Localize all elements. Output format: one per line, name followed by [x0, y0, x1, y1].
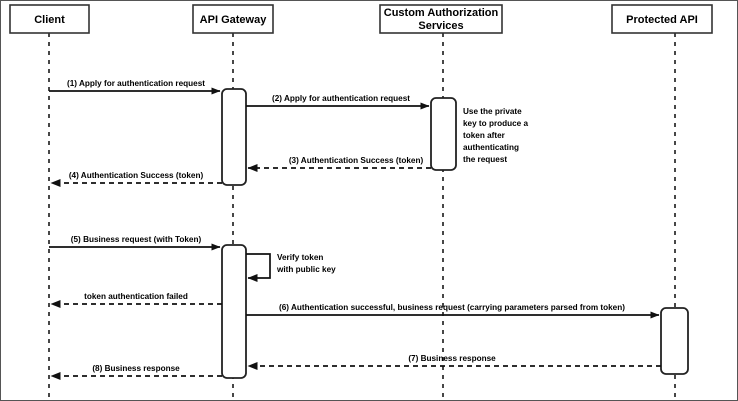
private-key-note: Use the private key to produce a token a… [463, 107, 529, 164]
message-7[interactable]: (7) Business response [247, 354, 661, 370]
message-7-label: (7) Business response [408, 354, 496, 363]
private-key-note-line-2: key to produce a [463, 119, 529, 128]
lifeline-box-protected-api[interactable] [611, 4, 713, 34]
lifeline-label-custom-authorization-services-line1: Custom Authorization [384, 7, 499, 19]
lifeline-box-client[interactable] [9, 4, 90, 34]
message-4[interactable]: (4) Authentication Success (token) [50, 171, 222, 187]
message-1[interactable]: (1) Apply for authentication request [49, 79, 221, 95]
message-2[interactable]: (2) Apply for authentication request [246, 94, 430, 110]
activation-protected-api[interactable] [660, 307, 689, 375]
message-token-authentication-failed[interactable]: token authentication failed [50, 292, 222, 308]
lifeline-lines [48, 33, 676, 398]
private-key-note-line-1: Use the private [463, 107, 522, 116]
lifeline-label-client: Client [34, 14, 65, 26]
message-4-label: (4) Authentication Success (token) [69, 171, 204, 180]
message-8[interactable]: (8) Business response [50, 364, 222, 380]
message-self-verify-token[interactable]: Verify token with public key [246, 253, 336, 282]
private-key-note-line-4: authenticating [463, 143, 519, 152]
activation-gateway-auth[interactable] [221, 88, 247, 186]
lifeline-header-protected-api[interactable]: Protected API [611, 4, 713, 34]
activation-gateway-business[interactable] [221, 244, 247, 379]
message-5-label: (5) Business request (with Token) [71, 235, 202, 244]
lifeline-box-custom-authorization-services[interactable] [379, 4, 503, 34]
lifeline-header-client[interactable]: Client [9, 4, 90, 34]
private-key-note-line-5: the request [463, 155, 507, 164]
lifeline-label-protected-api: Protected API [626, 14, 698, 26]
message-self-verify-token-label-line1: Verify token [277, 253, 323, 262]
message-1-label: (1) Apply for authentication request [67, 79, 205, 88]
activation-cas-auth[interactable] [430, 97, 457, 171]
message-2-label: (2) Apply for authentication request [272, 94, 410, 103]
lifeline-header-custom-authorization-services[interactable]: Custom Authorization Services [379, 4, 503, 34]
activation-bars [221, 88, 689, 379]
message-6-label: (6) Authentication successful, business … [279, 303, 625, 312]
lifeline-box-api-gateway[interactable] [192, 4, 274, 34]
lifeline-header-api-gateway[interactable]: API Gateway [192, 4, 274, 34]
message-6[interactable]: (6) Authentication successful, business … [246, 303, 660, 319]
private-key-note-line-3: token after [463, 131, 506, 140]
message-self-verify-token-arrow[interactable] [246, 253, 271, 282]
message-3[interactable]: (3) Authentication Success (token) [247, 156, 431, 172]
lifeline-label-custom-authorization-services-line2: Services [418, 20, 463, 32]
message-3-label: (3) Authentication Success (token) [289, 156, 424, 165]
lifeline-label-api-gateway: API Gateway [200, 14, 268, 26]
message-token-authentication-failed-label: token authentication failed [84, 292, 188, 301]
message-self-verify-token-label-line2: with public key [276, 265, 336, 274]
message-8-label: (8) Business response [92, 364, 180, 373]
message-5[interactable]: (5) Business request (with Token) [49, 235, 221, 251]
